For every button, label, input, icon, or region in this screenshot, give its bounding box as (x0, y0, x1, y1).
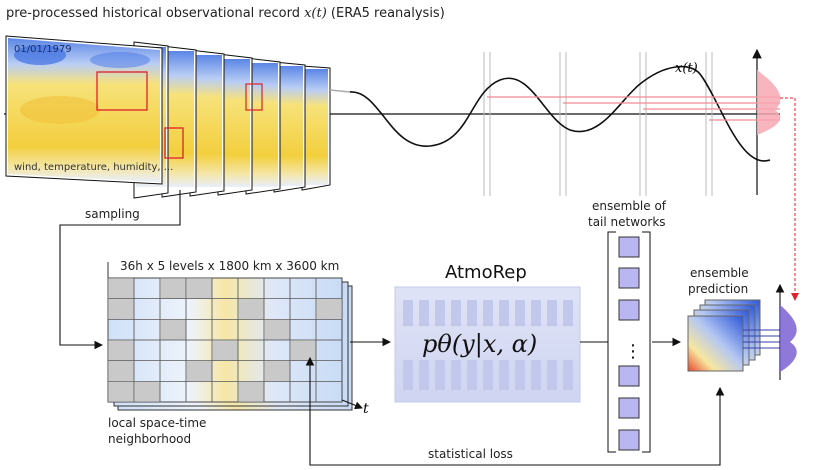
loss-label: statistical loss (428, 447, 513, 461)
masked-token (211, 339, 239, 361)
grid-cell (315, 381, 343, 403)
curve-label: x(t) (675, 61, 698, 76)
frame-4 (189, 49, 225, 197)
masked-token (107, 339, 135, 361)
frame-3 (161, 45, 197, 198)
tail-label-2: tail networks (588, 215, 666, 229)
sample-lines (487, 96, 780, 121)
tail-box-6 (618, 429, 640, 451)
header-text: pre-processed historical observational r… (6, 6, 305, 21)
t-axis (341, 399, 363, 410)
tail-box-3 (618, 299, 640, 321)
tail-networks: ensemble of tail networks ⋮ (588, 199, 667, 453)
tail-ellipsis: ⋮ (624, 341, 642, 362)
tail-box-1 (618, 236, 640, 258)
masked-token (159, 319, 187, 341)
masked-token (315, 298, 343, 320)
masked-token (107, 360, 135, 382)
masked-token (263, 360, 291, 382)
grid-dims: 36h x 5 levels x 1800 km x 3600 km (120, 259, 339, 273)
pred-label-1: ensemble (690, 266, 749, 280)
header-math: x(t) (304, 6, 327, 21)
header-suffix: (ERA5 reanalysis) (326, 6, 445, 21)
pred-label-2: prediction (688, 282, 748, 296)
timeseries-panel: x(t) (329, 48, 799, 301)
masked-token (263, 319, 291, 341)
masked-token (289, 339, 317, 361)
model-bars (403, 300, 573, 390)
frame-5 (217, 53, 263, 196)
model-title: AtmoRep (445, 262, 527, 283)
xt-curve (349, 65, 771, 162)
ensemble-prediction: ensemble prediction (687, 266, 797, 380)
distribution-bottom (780, 305, 797, 372)
tail-bracket-right (642, 231, 651, 453)
neighborhood-grid: t 36h x 5 levels x 1800 km x 3600 km loc… (107, 259, 369, 446)
masked-token (107, 277, 135, 299)
atmorep-model: AtmoRep pθ(y|x, α) (394, 262, 581, 403)
tail-bracket-left (607, 231, 616, 453)
pred-front (687, 315, 744, 372)
masked-token (107, 298, 135, 320)
t-axis-label: t (363, 401, 369, 417)
grid-cells (107, 277, 343, 403)
masked-token (237, 298, 265, 320)
sample-box-2 (164, 127, 184, 159)
grid-caption-1: local space-time (108, 416, 206, 430)
masked-token (237, 381, 265, 403)
tail-label-1: ensemble of (592, 199, 667, 213)
header-title: pre-processed historical observational r… (6, 6, 445, 21)
frame-front: 01/01/1979 wind, temperature, humidity, … (5, 35, 184, 185)
frame-6 (245, 57, 281, 195)
tail-box-5 (618, 397, 640, 419)
sample-box-1 (96, 71, 148, 111)
masked-token (107, 381, 135, 403)
frame-8 (301, 65, 331, 191)
grid-caption-2: neighborhood (108, 432, 191, 446)
masked-token (185, 360, 213, 382)
tail-box-2 (618, 267, 640, 289)
dashed-connector (780, 97, 799, 301)
time-markers (483, 52, 713, 196)
masked-token (133, 381, 161, 403)
frame-stack: 01/01/1979 wind, temperature, humidity, … (4, 35, 331, 199)
sampling-label: sampling (85, 207, 140, 221)
masked-token (185, 277, 213, 299)
frame-variables: wind, temperature, humidity, ... (14, 162, 173, 173)
tail-boxes (618, 236, 640, 451)
loss-arrow (309, 360, 725, 466)
masked-token (159, 277, 187, 299)
pred-lines (743, 329, 780, 349)
tail-box-4 (618, 365, 640, 387)
model-formula: pθ(y|x, α) (422, 330, 537, 359)
distribution-top (757, 70, 781, 135)
frame-date: 01/01/1979 (14, 44, 72, 55)
sampling-arrow (59, 190, 181, 350)
